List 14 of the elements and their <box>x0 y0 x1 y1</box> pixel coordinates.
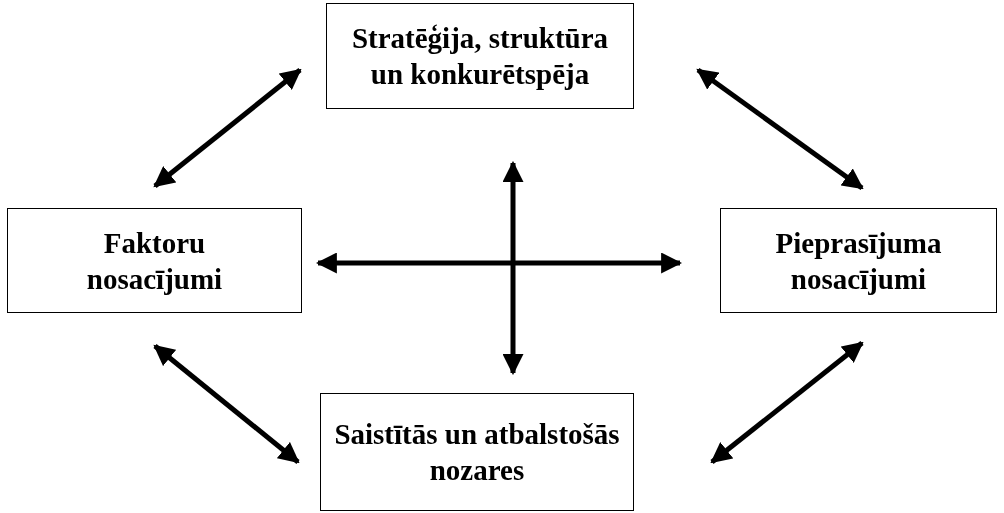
double-arrow <box>710 341 864 464</box>
box-label: Saistītās un atbalstošās nozares <box>333 417 621 488</box>
factor-box <box>720 208 997 313</box>
double-arrow <box>153 68 302 188</box>
double-arrow <box>696 67 864 191</box>
box-label: Faktoru nosacījumi <box>85 225 224 297</box>
double-arrow <box>315 252 683 274</box>
factor-box <box>326 3 634 109</box>
factor-box <box>7 208 302 313</box>
box-label: Pieprasījuma nosacījumi <box>774 225 943 297</box>
double-arrow <box>153 344 300 464</box>
factor-box <box>320 393 634 511</box>
box-label: Stratēģija, struktūra un konkurētspēja <box>350 21 610 92</box>
double-arrow <box>502 160 524 376</box>
